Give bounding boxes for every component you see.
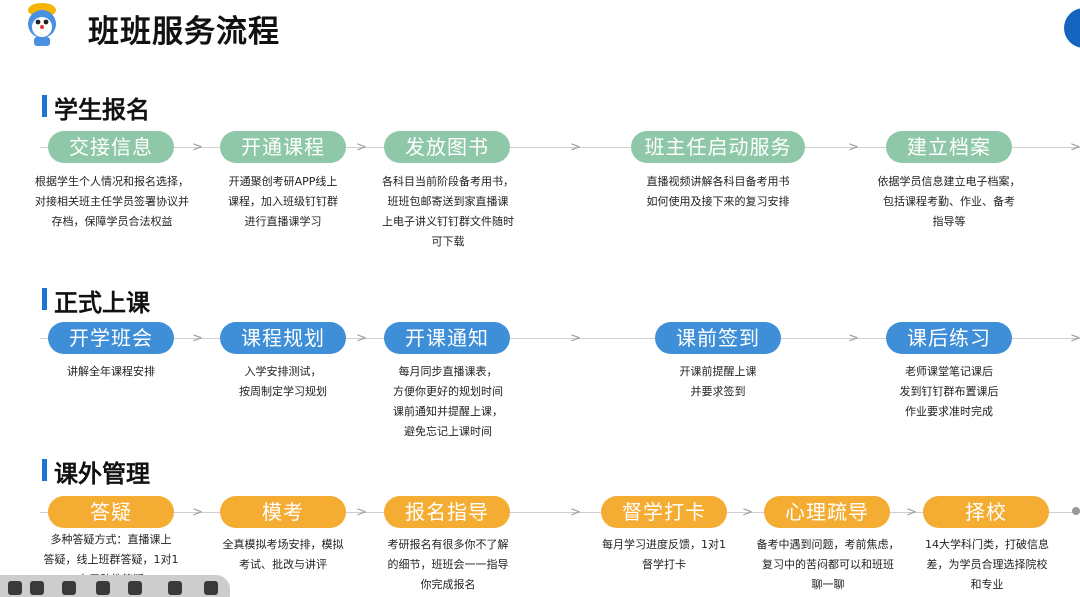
arrow-icon: > — [192, 505, 203, 520]
flow-line — [40, 512, 1080, 513]
step-pill: 开学班会 — [48, 322, 174, 354]
arrow-icon: > — [192, 331, 203, 346]
arrow-icon: > — [570, 331, 581, 346]
page-title: 班班服务流程 — [88, 14, 280, 50]
play-icon[interactable] — [30, 581, 44, 595]
step-description: 全真模拟考场安排，模拟 考试、批改与讲评 — [222, 538, 344, 571]
arrow-icon: > — [906, 505, 917, 520]
step-description: 直播视频讲解各科目备考用书 如何使用及接下来的复习安排 — [646, 175, 790, 208]
section-title-enrollment: 学生报名 — [42, 90, 150, 125]
flow-line — [40, 147, 1080, 148]
arrow-icon: > — [356, 505, 367, 520]
step-pill: 课程规划 — [220, 322, 346, 354]
back-icon[interactable] — [8, 581, 22, 595]
more-icon[interactable] — [168, 581, 182, 595]
step-description: 老师课堂笔记课后 发到钉钉群布置课后 作业要求准时完成 — [899, 365, 999, 418]
step-pill: 督学打卡 — [601, 496, 727, 528]
section-title-extracurricular: 课外管理 — [42, 454, 150, 489]
arrow-icon: > — [570, 505, 581, 520]
step-pill: 报名指导 — [384, 496, 510, 528]
player-toolbar — [0, 575, 230, 597]
forward-icon[interactable] — [204, 581, 218, 595]
step-pill: 课前签到 — [655, 322, 781, 354]
arrow-icon: > — [742, 505, 753, 520]
flow-line — [40, 338, 1080, 339]
step-description: 考研报名有很多你不了解 的细节，班班会一一指导 你完成报名 — [387, 538, 509, 591]
step-pill: 建立档案 — [886, 131, 1012, 163]
step-pill: 开课通知 — [384, 322, 510, 354]
step-pill: 模考 — [220, 496, 346, 528]
step-pill: 课后练习 — [886, 322, 1012, 354]
step-description: 开课前提醒上课 并要求签到 — [679, 365, 757, 398]
step-pill: 开通课程 — [220, 131, 346, 163]
arrow-icon: > — [848, 331, 859, 346]
step-description: 每月同步直播课表， 方便你更好的规划时间 课前通知并提醒上课， 避免忘记上课时间 — [393, 365, 503, 438]
flow-end-dot — [1072, 507, 1080, 515]
mascot-icon — [28, 3, 56, 46]
step-pill: 择校 — [923, 496, 1049, 528]
step-description: 各科目当前阶段备考用书， 班班包邮寄送到家直播课 上电子讲义钉钉群文件随时 可下… — [382, 175, 514, 248]
step-description: 每月学习进度反馈，1对1 督学打卡 — [602, 538, 726, 571]
arrow-icon: > — [848, 140, 859, 155]
arrow-icon: > — [1070, 140, 1080, 155]
step-description: 备考中遇到问题，考前焦虑， 复习中的苦闷都可以和班班 聊一聊 — [756, 538, 900, 591]
step-description: 讲解全年课程安排 — [67, 365, 155, 378]
arrow-icon: > — [1070, 331, 1080, 346]
step-description: 根据学生个人情况和报名选择， 对接相关班主任学员签署协议并 存档，保障学员合法权… — [35, 175, 189, 228]
step-description: 依据学员信息建立电子档案， 包括课程考勤、作业、备考 指导等 — [877, 175, 1021, 228]
arrow-icon: > — [356, 331, 367, 346]
pointer-icon[interactable] — [96, 581, 110, 595]
step-pill: 答疑 — [48, 496, 174, 528]
step-description: 开通聚创考研APP线上 课程，加入班级钉钉群 进行直播课学习 — [228, 175, 338, 228]
section-title-classes: 正式上课 — [42, 283, 150, 318]
brand-logo-icon — [1064, 8, 1080, 48]
screen-icon[interactable] — [128, 581, 142, 595]
step-pill: 班主任启动服务 — [631, 131, 805, 163]
step-description: 14大学科门类，打破信息 差，为学员合理选择院校 和专业 — [925, 538, 1049, 591]
step-pill: 心理疏导 — [764, 496, 890, 528]
step-pill: 交接信息 — [48, 131, 174, 163]
arrow-icon: > — [570, 140, 581, 155]
arrow-icon: > — [356, 140, 367, 155]
step-pill: 发放图书 — [384, 131, 510, 163]
step-description: 入学安排测试， 按周制定学习规划 — [239, 365, 327, 398]
arrow-icon: > — [192, 140, 203, 155]
pen-icon[interactable] — [62, 581, 76, 595]
